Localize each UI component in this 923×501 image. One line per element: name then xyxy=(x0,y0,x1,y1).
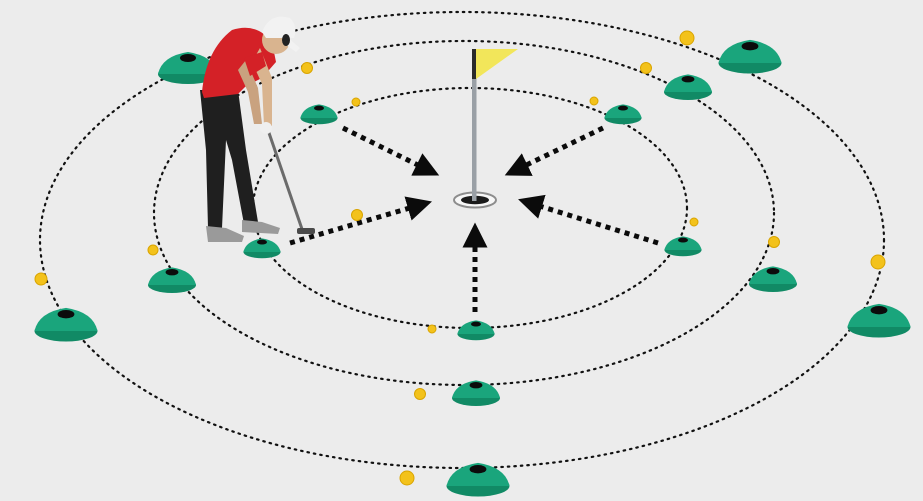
marker-cone-icon xyxy=(243,238,281,259)
golf-ball-icon xyxy=(351,209,363,221)
marker-cone-icon xyxy=(300,104,338,125)
arrow-from-upper-left xyxy=(341,125,440,176)
golfer-putting-icon xyxy=(200,16,315,242)
marker-cone-icon xyxy=(749,266,797,292)
marker-cone-icon xyxy=(457,320,495,341)
golf-ball-icon xyxy=(414,388,426,400)
arrows xyxy=(289,125,659,312)
flagstick-icon xyxy=(453,49,518,209)
marker-cone-icon xyxy=(718,39,782,74)
arrow-from-right xyxy=(518,194,659,246)
marker-cone-icon xyxy=(148,267,196,293)
golf-ball-icon xyxy=(427,324,437,334)
golf-ball-icon xyxy=(679,30,695,46)
marker-cone-icon xyxy=(847,303,911,338)
cones xyxy=(34,39,911,497)
marker-cone-icon xyxy=(34,307,98,342)
golf-ball-icon xyxy=(768,236,780,248)
arrow-from-left xyxy=(289,196,432,246)
golf-ball-icon xyxy=(147,244,159,256)
marker-cone-icon xyxy=(446,462,510,497)
balls xyxy=(34,30,886,486)
marker-cone-icon xyxy=(664,74,712,100)
golf-ball-icon xyxy=(399,470,415,486)
golf-ball-icon xyxy=(589,96,599,106)
golf-ball-icon xyxy=(689,217,699,227)
golf-ball-icon xyxy=(351,97,361,107)
marker-cone-icon xyxy=(664,236,702,257)
golf-ball-icon xyxy=(640,62,652,74)
marker-cone-icon xyxy=(452,380,500,406)
marker-cone-icon xyxy=(158,52,218,84)
middle-ring xyxy=(152,39,776,387)
arrow-from-upper-right xyxy=(504,125,605,176)
golf-ball-icon xyxy=(34,272,48,286)
golf-ball-icon xyxy=(301,62,313,74)
golf-ball-icon xyxy=(870,254,886,270)
marker-cone-icon xyxy=(604,104,642,125)
